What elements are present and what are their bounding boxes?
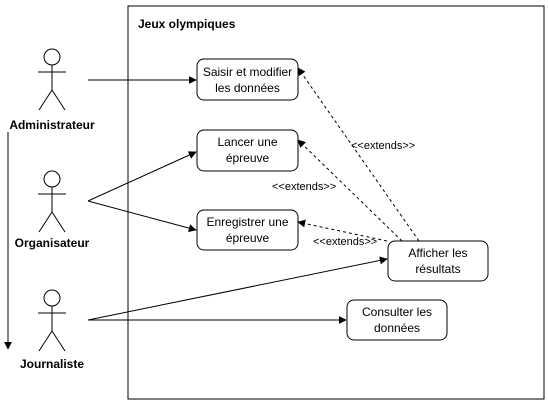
extends-label: <<extends>> bbox=[272, 181, 336, 193]
actor-label: Journaliste bbox=[20, 357, 84, 371]
use-case-label: Lancer une bbox=[217, 135, 277, 149]
use-case-label: épreuve bbox=[226, 231, 270, 245]
use-case-label: données bbox=[374, 321, 420, 335]
use-case-label: Saisir et modifier bbox=[203, 65, 292, 79]
actor-label: Administrateur bbox=[9, 118, 95, 132]
system-title: Jeux olympiques bbox=[138, 17, 236, 31]
use-case-label: épreuve bbox=[226, 151, 270, 165]
assoc-org-enregistrer bbox=[87, 200, 197, 232]
extends-label: <<extends>> bbox=[313, 236, 377, 248]
use-case-label: Afficher les bbox=[408, 246, 467, 260]
actor-organisateur[interactable]: Organisateur bbox=[15, 170, 90, 250]
use-case-label: résultats bbox=[415, 262, 460, 276]
use-case-lancer-epreuve[interactable]: Lancer une épreuve bbox=[196, 129, 299, 172]
use-case-saisir-modifier[interactable]: Saisir et modifier les données bbox=[196, 58, 299, 101]
extends-afficher-saisir bbox=[297, 67, 420, 242]
assoc-journ-afficher bbox=[87, 256, 388, 321]
actor-label: Organisateur bbox=[15, 236, 90, 250]
extends-label: <<extends>> bbox=[351, 140, 415, 152]
actor-journaliste[interactable]: Journaliste bbox=[20, 289, 84, 371]
extends-afficher-lancer bbox=[297, 139, 403, 242]
use-case-afficher-resultats[interactable]: Afficher les résultats bbox=[387, 240, 489, 282]
system-boundary bbox=[127, 5, 545, 400]
use-case-label: Consulter les bbox=[362, 305, 432, 319]
use-case-enregistrer-epreuve[interactable]: Enregistrer une épreuve bbox=[196, 209, 299, 251]
use-case-label: Enregistrer une bbox=[206, 215, 288, 229]
assoc-org-lancer bbox=[87, 151, 197, 202]
use-case-consulter-donnees[interactable]: Consulter les données bbox=[346, 299, 448, 341]
actor-administrateur[interactable]: Administrateur bbox=[9, 48, 95, 132]
use-case-label: les données bbox=[215, 81, 280, 95]
